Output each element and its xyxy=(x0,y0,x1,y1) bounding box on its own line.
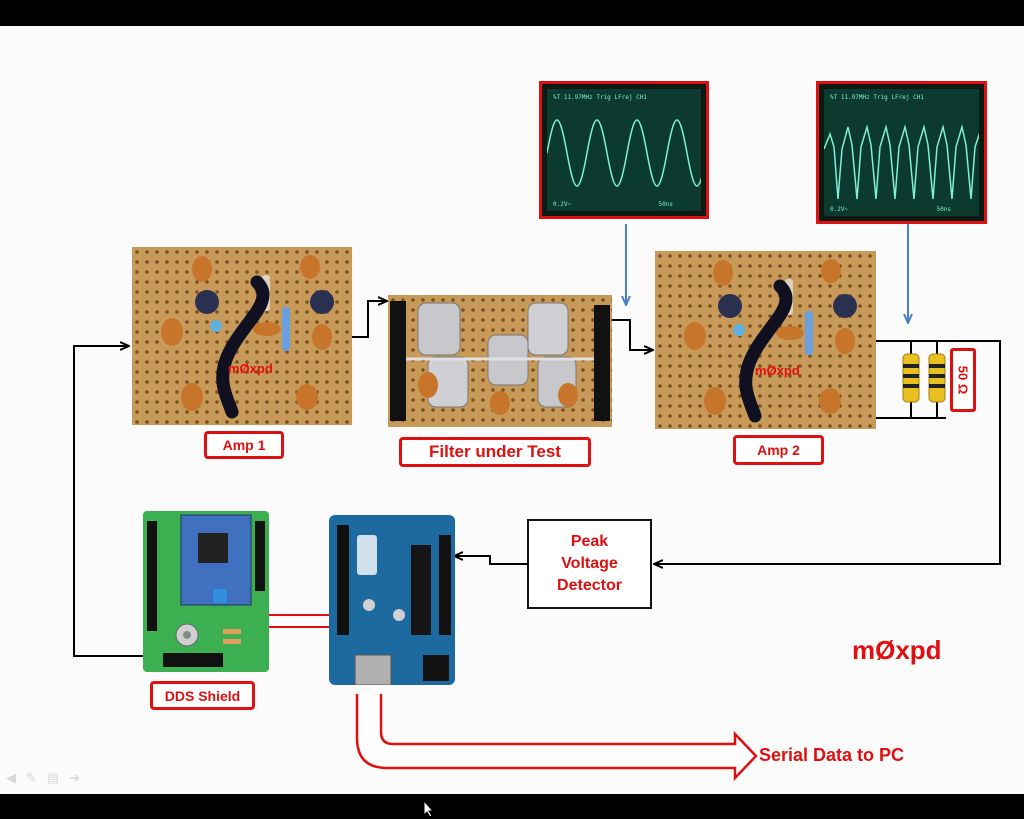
dds-board-graphic xyxy=(143,511,269,672)
wire-amp1-to-filter xyxy=(352,301,386,338)
load-value-text: 50 Ω xyxy=(955,365,971,395)
scope-2-waveform xyxy=(824,124,979,200)
peak-detector-block: Peak Voltage Detector xyxy=(527,519,652,609)
amp1-board-photo: mØxpd xyxy=(132,247,352,425)
detector-line-3: Detector xyxy=(557,577,622,594)
prev-slide-icon[interactable]: ◀ xyxy=(6,770,16,785)
filter-board-photo xyxy=(388,295,612,427)
scope-1-display: %T 11.97MHz Trig LFrej CH1 0.2V~ 50ns xyxy=(547,89,701,211)
load-resistors xyxy=(902,341,946,418)
scope-1-scale: 0.2V~ xyxy=(553,201,572,208)
scope-2-scale: 0.2V~ xyxy=(830,206,849,213)
mouse-pointer-icon xyxy=(423,800,435,818)
wire-filter-to-amp2 xyxy=(612,319,652,350)
amp1-silk-mark: mØxpd xyxy=(228,361,273,376)
load-value-label: 50 Ω xyxy=(950,348,976,412)
dds-shield-photo xyxy=(143,511,269,672)
scope-screen-2: %T 11.97MHz Trig LFrej CH1 0.2V~ 50ns xyxy=(816,81,987,224)
arduino-graphic xyxy=(329,515,455,686)
slide-nav-controls: ◀ ✎ ▤ ➔ xyxy=(6,770,80,786)
scope-screen-1: %T 11.97MHz Trig LFrej CH1 0.2V~ 50ns xyxy=(539,81,709,219)
brand-mark: mØxpd xyxy=(852,635,942,665)
pen-icon[interactable]: ✎ xyxy=(26,770,37,785)
amp2-board-photo: mØxpd xyxy=(655,251,876,429)
detector-line-2: Voltage xyxy=(561,555,618,572)
detector-line-1: Peak xyxy=(570,533,609,550)
crystal-filter-pattern xyxy=(388,295,612,427)
scope-2-header: %T 11.97MHz Trig LFrej CH1 xyxy=(830,94,924,101)
scope-1-timebase: 50ns xyxy=(658,201,673,208)
dds-shield-label: DDS Shield xyxy=(150,681,255,710)
bottom-bar xyxy=(0,794,1024,819)
arduino-board-photo xyxy=(329,515,455,686)
amp2-silk-mark: mØxpd xyxy=(755,363,800,378)
next-slide-icon[interactable]: ➔ xyxy=(69,770,81,785)
menu-icon[interactable]: ▤ xyxy=(46,770,60,785)
scope-2-display: %T 11.97MHz Trig LFrej CH1 0.2V~ 50ns xyxy=(824,89,979,216)
slide: mØxpd mØxpd xyxy=(0,26,1024,794)
amp2-label: Amp 2 xyxy=(733,435,824,465)
scope-1-waveform xyxy=(547,119,701,187)
scope-2-timebase: 50ns xyxy=(936,206,951,213)
serial-arrow xyxy=(355,694,758,782)
stripboard-pattern-2: mØxpd xyxy=(655,251,876,429)
amp1-label: Amp 1 xyxy=(204,431,284,459)
stripboard-pattern: mØxpd xyxy=(132,247,352,425)
filter-label: Filter under Test xyxy=(399,437,591,467)
scope-1-header: %T 11.97MHz Trig LFrej CH1 xyxy=(553,94,647,101)
wire-detector-to-arduino xyxy=(455,556,527,565)
serial-data-label: Serial Data to PC xyxy=(759,745,905,765)
wire-dds-to-amp1 xyxy=(73,346,150,657)
